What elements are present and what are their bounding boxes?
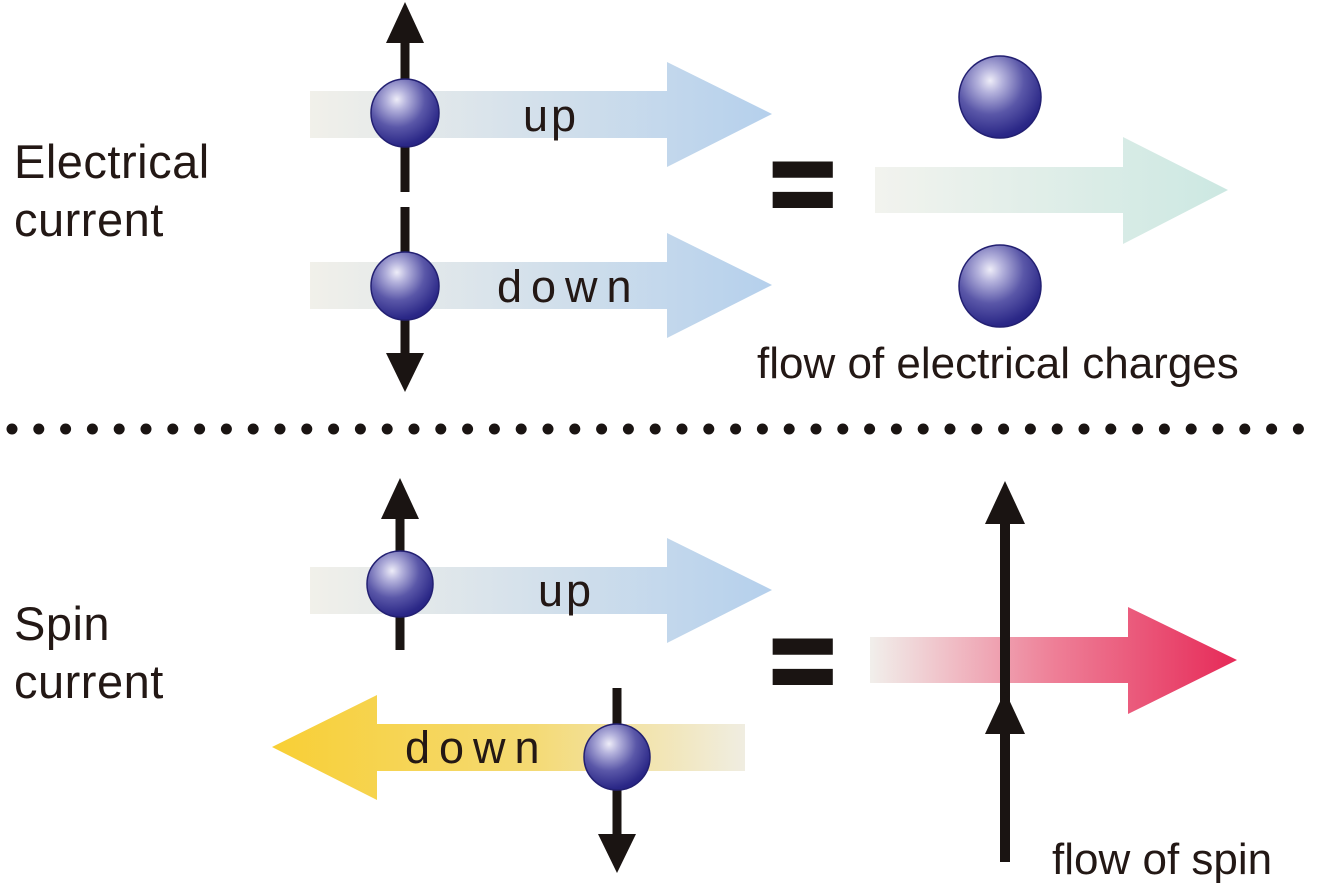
electron-icon	[370, 78, 440, 148]
spin-up-arrow-icon	[985, 481, 1025, 723]
electron-icon	[370, 251, 440, 321]
spin-current-title: Spin current	[14, 595, 164, 712]
electron-icon	[958, 55, 1042, 139]
electrical-caption: flow of electrical charges	[757, 339, 1239, 388]
net-spin-flow-arrow-icon	[870, 607, 1237, 714]
title-line: current	[14, 193, 164, 247]
electron-icon	[583, 723, 651, 791]
charge-flow-right-arrow-icon	[310, 62, 772, 167]
charge-flow-right-arrow-icon	[310, 538, 772, 643]
spin-caption: flow of spin	[1052, 835, 1273, 884]
title-line: Electrical	[14, 135, 210, 188]
spin-up-arrow-icon	[985, 691, 1025, 862]
charge-flow-left-arrow-icon	[272, 695, 745, 800]
equals-sign: =	[768, 598, 837, 723]
electron-icon	[958, 244, 1042, 328]
electron-icon	[366, 550, 434, 618]
electrical-current-title: Electrical current	[14, 133, 210, 250]
title-line: current	[14, 655, 164, 709]
title-line: Spin	[14, 597, 111, 650]
electrical-down-label: down	[497, 261, 641, 312]
spin-up-label: up	[538, 565, 595, 616]
net-charge-flow-arrow-icon	[875, 137, 1228, 244]
spin-down-label: down	[405, 722, 549, 773]
equals-sign: =	[768, 121, 837, 246]
electrical-up-label: up	[523, 90, 580, 141]
charge-flow-right-arrow-icon	[310, 233, 772, 338]
